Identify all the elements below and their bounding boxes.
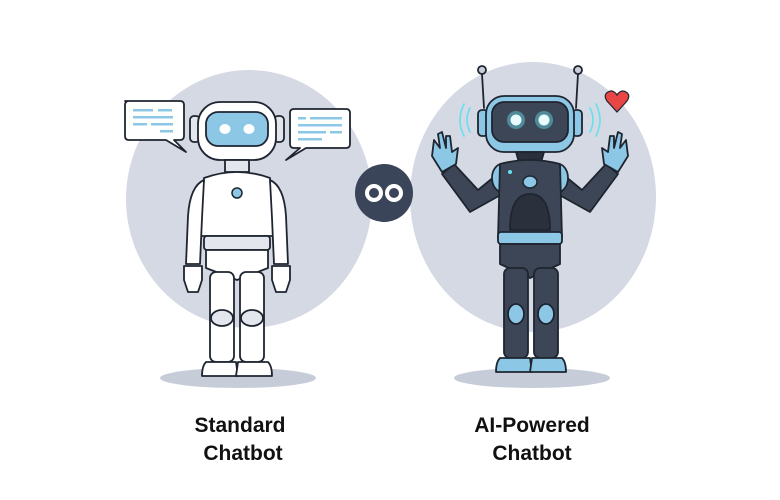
signal-waves-icon: [459, 103, 601, 137]
ai-label-line1: AI-Powered: [474, 414, 590, 437]
standard-label-line1: Standard: [194, 414, 286, 437]
speech-bubble-left-icon: [124, 100, 187, 153]
standard-robot-icon: [183, 101, 291, 377]
standard-label-line2: Chatbot: [203, 442, 283, 465]
versus-infinity-badge: [355, 164, 413, 222]
heart-icon: [604, 90, 630, 113]
ai-powered-chatbot-label: AI-Powered Chatbot: [452, 412, 612, 468]
speech-bubble-right-icon: [285, 108, 351, 161]
right-ground-shadow: [454, 368, 610, 388]
left-ground-shadow: [160, 368, 316, 388]
infinity-icon: [365, 184, 403, 202]
ai-label-line2: Chatbot: [492, 442, 572, 465]
standard-chatbot-label: Standard Chatbot: [160, 412, 320, 468]
ai-robot-icon: [431, 65, 629, 373]
